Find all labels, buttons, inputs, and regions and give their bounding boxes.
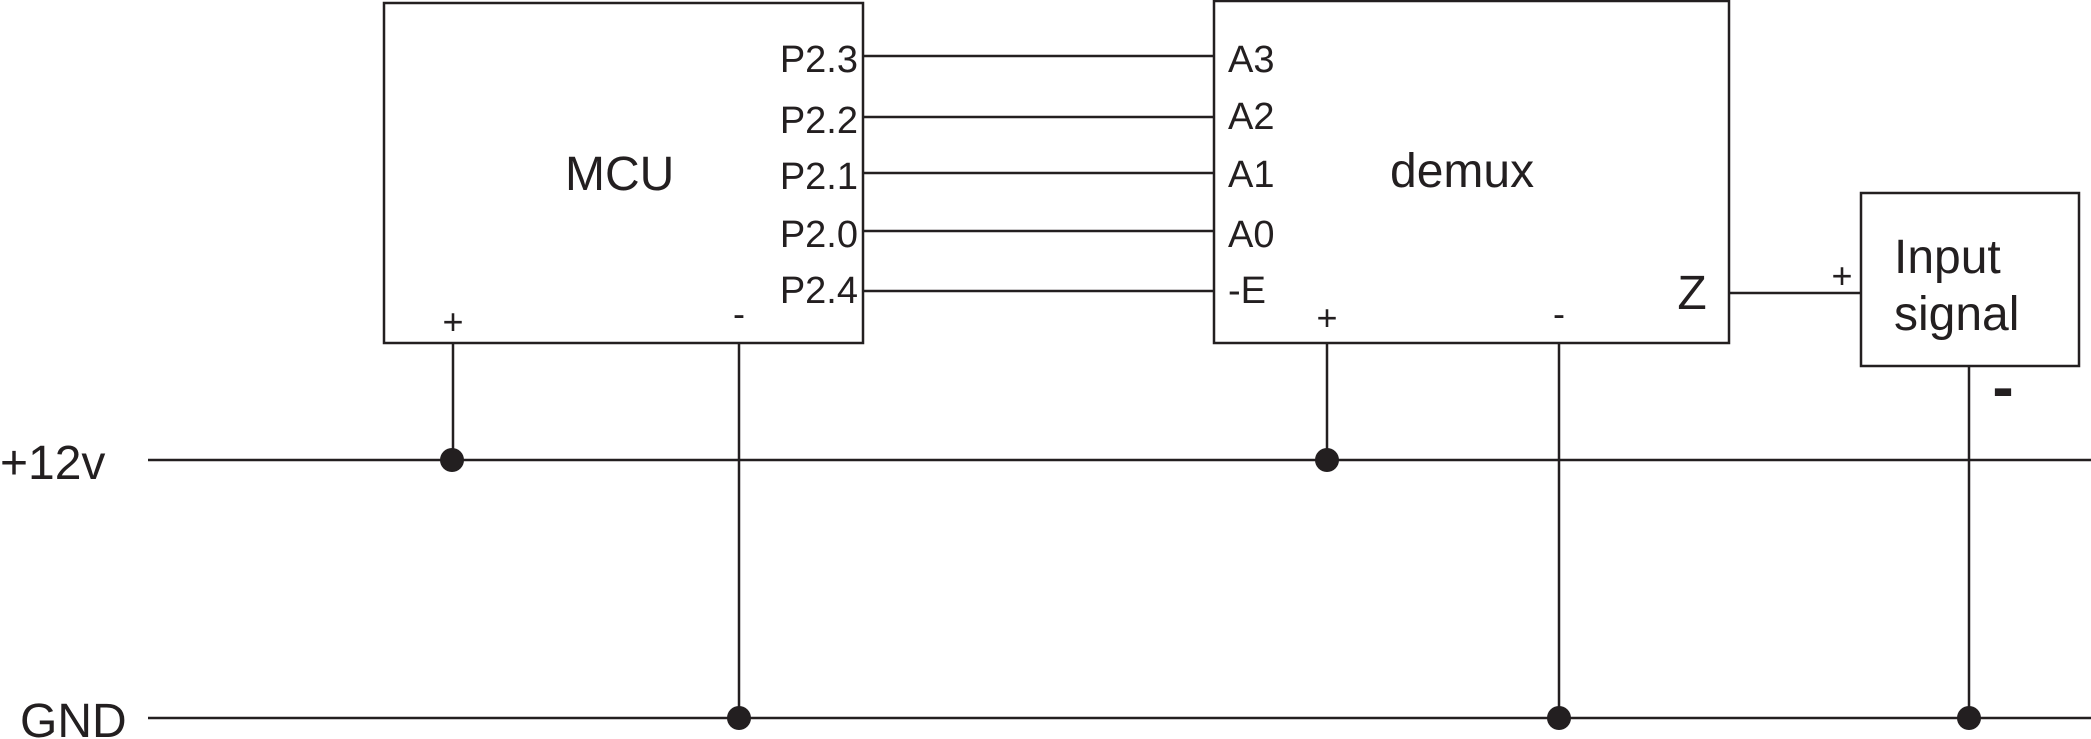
mcu-pin-label: P2.1 (780, 156, 858, 198)
demux-block: demux A3 A2 A1 A0 -E Z + - (1212, 0, 1731, 345)
junction-dot (727, 706, 751, 730)
mcu-pin-label: P2.0 (780, 214, 858, 256)
input-signal-label-line2: signal (1894, 288, 2019, 341)
input-signal-box (1859, 191, 2081, 368)
demux-label: demux (1390, 145, 1534, 198)
demux-pin-label: A3 (1228, 39, 1274, 81)
demux-pin-label: A2 (1228, 96, 1274, 138)
demux-box (1212, 0, 1731, 345)
demux-plus-label: + (1316, 297, 1337, 338)
junction-dot (1315, 448, 1339, 472)
junction-dot (1547, 706, 1571, 730)
input-signal-label-line1: Input (1894, 231, 2001, 284)
junction-dot (440, 448, 464, 472)
input-signal-plus-label: + (1831, 255, 1852, 296)
supply-rail-label: +12v (0, 437, 105, 490)
demux-output-label: Z (1677, 267, 1706, 320)
input-signal-block: Input signal + - (1831, 191, 2081, 423)
mcu-plus-label: + (442, 301, 463, 342)
demux-pin-label: A0 (1228, 214, 1274, 256)
demux-pin-label: A1 (1228, 154, 1274, 196)
demux-minus-label: - (1553, 293, 1565, 334)
mcu-pin-label: P2.4 (780, 270, 858, 312)
mcu-pin-label: P2.2 (780, 100, 858, 142)
mcu-box (382, 1, 865, 345)
mcu-label: MCU (565, 148, 674, 201)
ground-rail-label: GND (20, 695, 127, 739)
mcu-pin-label: P2.3 (780, 39, 858, 81)
mcu-minus-label: - (733, 293, 745, 334)
junction-dot (1957, 706, 1981, 730)
mcu-block: MCU P2.3 P2.2 P2.1 P2.0 P2.4 + - (382, 1, 865, 345)
demux-pin-label: -E (1228, 270, 1266, 312)
input-signal-minus-label: - (1992, 351, 2013, 423)
